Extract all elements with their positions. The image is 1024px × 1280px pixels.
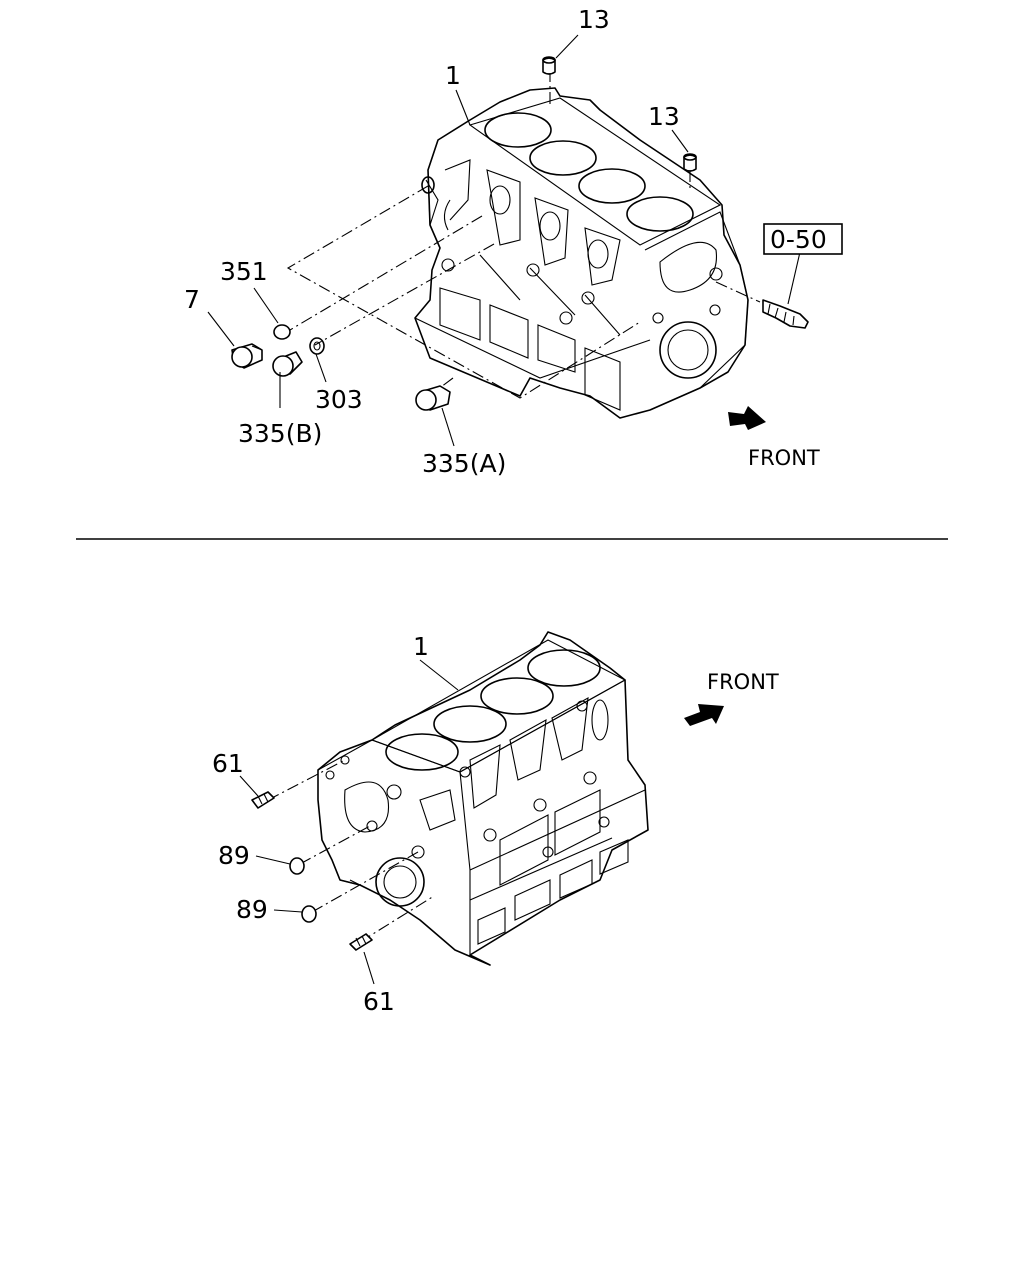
label-61-top: 61 [212, 749, 244, 778]
plug-89-b[interactable] [301, 905, 317, 923]
bottom-label-leaders [239, 659, 459, 985]
stud-61-bottom[interactable] [349, 933, 373, 951]
front-label-bottom: FRONT [707, 670, 779, 694]
bottom-leader-lines [267, 759, 435, 943]
arrow-up-right-icon [684, 704, 724, 726]
plug-7[interactable] [231, 343, 263, 369]
stud-61-top[interactable] [251, 791, 275, 809]
label-335a: 335(A) [422, 449, 506, 478]
label-block-bottom: 1 [413, 632, 429, 661]
label-7: 7 [184, 285, 200, 314]
label-89-a: 89 [218, 841, 250, 870]
label-13-right: 13 [648, 102, 680, 131]
label-13-top: 13 [578, 5, 610, 34]
cylinder-block-top[interactable] [414, 87, 749, 419]
front-label-top: FRONT [748, 446, 820, 470]
label-61-bottom: 61 [363, 987, 395, 1016]
label-303: 303 [315, 385, 363, 414]
label-335b: 335(B) [238, 419, 322, 448]
front-arrow-top [728, 406, 766, 430]
label-89-b: 89 [236, 895, 268, 924]
ref-box-0-50[interactable]: 0-50 [763, 223, 843, 255]
oil-pressure-sensor[interactable] [762, 299, 809, 329]
expansion-plug-13-top[interactable] [542, 56, 556, 75]
front-arrow-bottom [684, 704, 724, 726]
o-ring-351[interactable] [273, 324, 291, 340]
plug-335a[interactable] [415, 385, 451, 411]
washer-303[interactable] [309, 337, 325, 355]
label-351: 351 [220, 257, 268, 286]
bottom-view: 1 61 89 89 61 FRONT [212, 631, 779, 1016]
expansion-plug-13-right[interactable] [683, 153, 697, 172]
label-block-top: 1 [445, 61, 461, 90]
arrow-right-icon [728, 406, 766, 430]
plug-89-a[interactable] [289, 857, 305, 875]
label-ref-0-50: 0-50 [770, 225, 827, 254]
top-label-leaders [207, 34, 801, 447]
top-view: 1 13 13 351 7 303 335(B) 335(A) 0-50 FRO… [184, 5, 843, 478]
cylinder-block-bottom[interactable] [317, 631, 649, 966]
plug-335b[interactable] [272, 351, 303, 377]
